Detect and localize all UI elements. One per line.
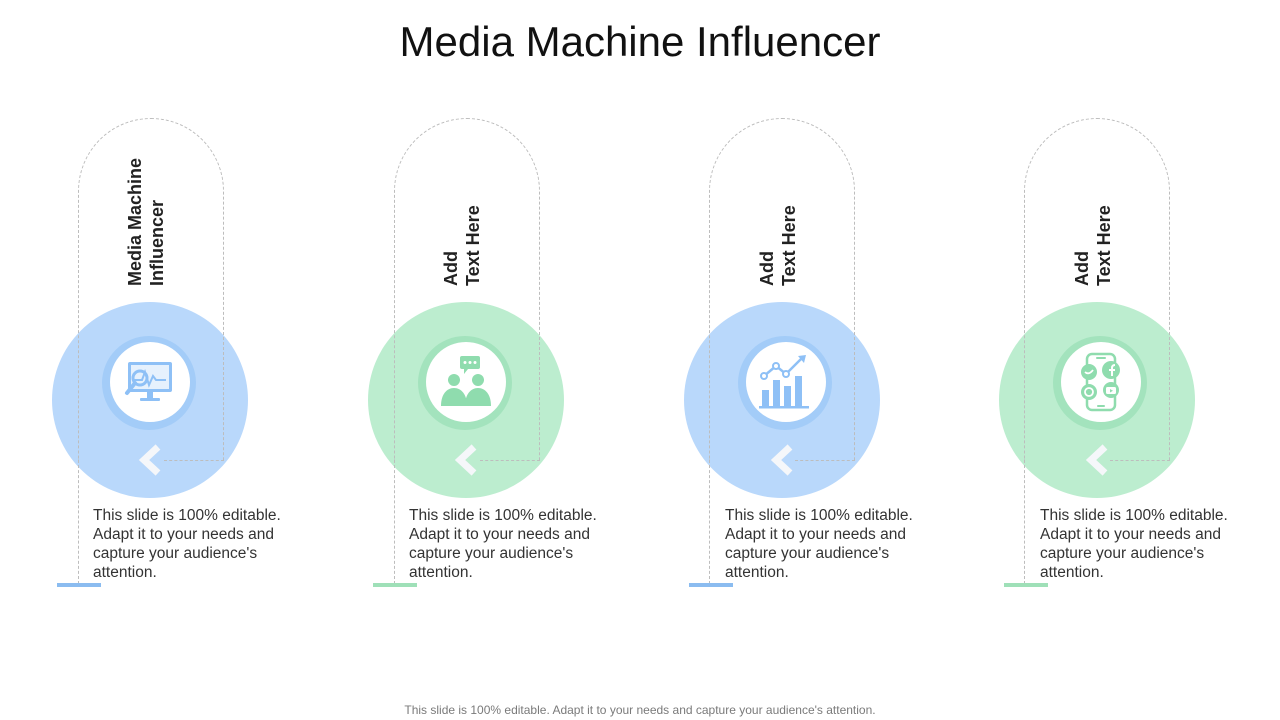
dashed-connector [164,460,224,461]
chevron-left-icon [454,444,477,476]
dashed-capsule-outline [78,118,224,460]
step-label-line1: Add [441,251,461,286]
growth-bar-chart-icon [759,355,809,409]
step-card-3: Add Text Here This slide is 100% editabl… [0,0,913,720]
step-label-line2: Text Here [1094,205,1114,286]
discussion-people-icon [441,356,491,406]
step-label-line2: Text Here [779,205,799,286]
icon-ring [1053,336,1147,430]
social-media-phone-icon [1081,352,1120,412]
icon-holder [746,342,826,422]
icon-ring [102,336,196,430]
step-label: Add Text Here [432,146,492,286]
monitor-analytics-icon [125,362,172,401]
step-card-1: Media Machine Influencer This slide is 1… [0,0,320,720]
chevron-left-icon [770,444,793,476]
icon-holder [1061,342,1141,422]
accent-bar [689,583,733,587]
icon-holder [110,342,190,422]
step-label-line2: Text Here [463,205,483,286]
step-label: Add Text Here [748,146,808,286]
dashed-guide-line [78,460,79,584]
chevron-left-icon [138,444,161,476]
accent-bar [1004,583,1048,587]
dashed-guide-line [709,460,710,584]
dashed-connector [1110,460,1170,461]
step-label-line1: Add [757,251,777,286]
dashed-connector [795,460,855,461]
icon-ring [418,336,512,430]
dashed-capsule-outline [394,118,540,460]
slide-title: Media Machine Influencer [399,18,881,65]
dashed-capsule-outline [1024,118,1170,460]
step-card-4: Add Text Here This slide is 100% editabl… [0,0,1228,720]
dashed-connector [480,460,540,461]
footer-note: This slide is 100% editable. Adapt it to… [404,703,876,717]
step-label-line1: Add [1072,251,1092,286]
accent-bar [373,583,417,587]
step-description: This slide is 100% editable. Adapt it to… [93,507,281,581]
step-card-2: Add Text Here This slide is 100% editabl… [0,0,597,720]
step-description: This slide is 100% editable. Adapt it to… [1040,507,1228,581]
icon-ring [738,336,832,430]
chevron-left-icon [1085,444,1108,476]
step-description: This slide is 100% editable. Adapt it to… [725,507,913,581]
dashed-guide-line [394,460,395,584]
dashed-capsule-outline [709,118,855,460]
step-description: This slide is 100% editable. Adapt it to… [409,507,597,581]
step-label: Add Text Here [1063,146,1123,286]
accent-bar [57,583,101,587]
icon-holder [426,342,506,422]
dashed-guide-line [1024,460,1025,584]
